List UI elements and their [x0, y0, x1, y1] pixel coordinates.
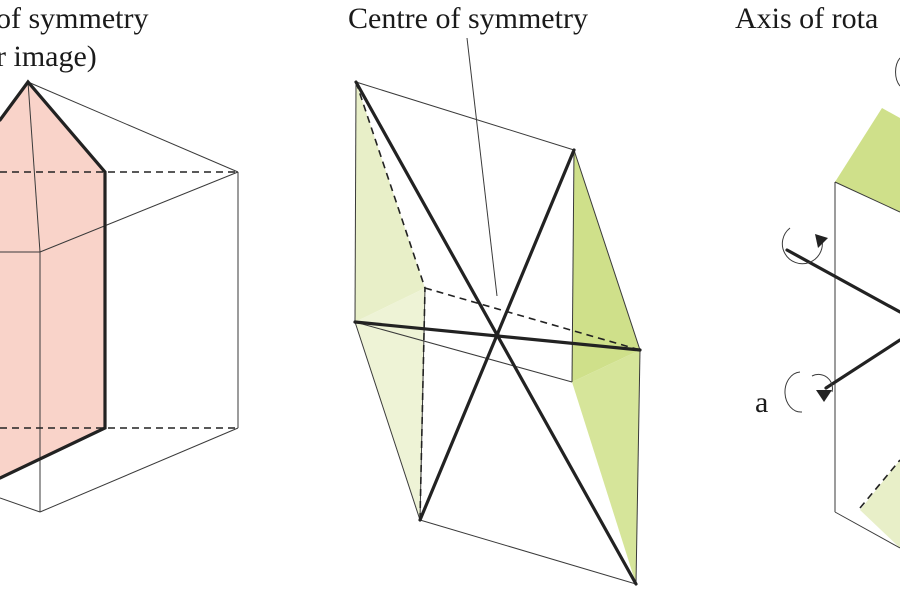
hidden-edge-2 [355, 81, 426, 289]
mid-front-edge [354, 321, 573, 383]
bottom-edge [419, 519, 637, 585]
right-face-lower [572, 350, 640, 584]
plane-ridge [27, 81, 41, 253]
right-outer-edge [635, 349, 641, 585]
rotation-arrow-upper-icon [781, 227, 828, 265]
centre-pointer-line [466, 37, 498, 297]
rotation-axis-lower [824, 338, 900, 390]
mirror-plane [0, 82, 105, 478]
left-panel-plane-of-symmetry: of symmetry r image) [0, 2, 239, 513]
middle-title: Centre of symmetry [348, 2, 588, 35]
left-lower-edge [354, 321, 421, 521]
axis-marker-label: a [755, 386, 768, 419]
centre-point [494, 331, 500, 337]
top-face [835, 108, 900, 212]
rotation-arrow-top-icon [895, 57, 900, 87]
middle-panel-centre-of-symmetry: Centre of symmetry [348, 2, 642, 586]
bottom-hidden-edge [859, 459, 900, 509]
rotation-axis-upper [785, 248, 900, 314]
left-face-upper [355, 82, 425, 322]
right-face-upper [572, 150, 640, 382]
hidden-edge-1 [424, 287, 641, 351]
left-title-line2: r image) [0, 40, 97, 73]
right-title: Axis of rota [735, 2, 878, 35]
prism-bottom-left-edge [0, 497, 41, 513]
prism-bottom-edge [834, 511, 900, 549]
plane-outline [0, 79, 107, 480]
prism-top-edge [834, 181, 900, 213]
right-panel-axis-of-rotation: Axis of rota a [735, 2, 900, 549]
left-outer-edge [354, 81, 357, 323]
hidden-edge-3 [419, 287, 426, 521]
prism-top-back-edge [39, 171, 239, 253]
prism-bottom-right-edge [39, 427, 239, 513]
bottom-face [860, 460, 900, 548]
right-upper-edge [573, 149, 641, 351]
top-edge [355, 81, 575, 151]
left-face-lower [355, 288, 425, 520]
prism-top-edge [27, 81, 239, 173]
left-title-line1: of symmetry [0, 2, 148, 35]
rotation-arrow-lower-icon [784, 371, 833, 413]
